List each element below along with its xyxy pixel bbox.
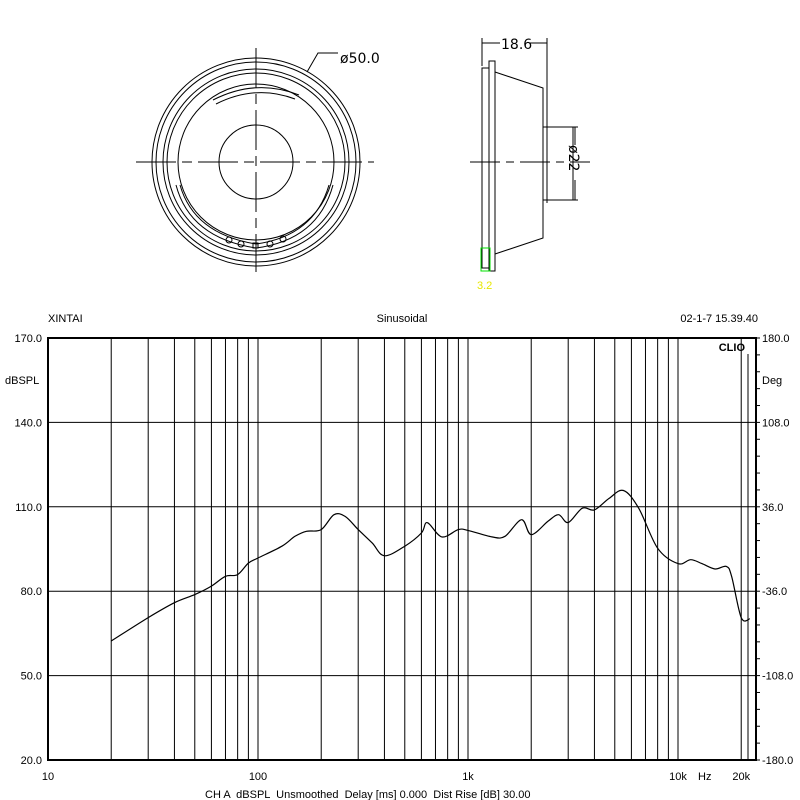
terminal-icon <box>225 235 287 249</box>
y-right-tick-label: 108.0 <box>762 417 790 429</box>
flange-thickness-marker <box>480 247 491 272</box>
x-tick-label: 20k <box>732 771 750 783</box>
x-tick-label: 10k <box>669 771 687 783</box>
chart-title: Sinusoidal <box>377 313 428 325</box>
x-tick-label: 100 <box>249 771 267 783</box>
y-right-tick-label: 180.0 <box>762 333 790 345</box>
y-tick-label: 170.0 <box>14 333 42 345</box>
header-left: XINTAI <box>48 313 83 325</box>
x-unit-label: Hz <box>698 771 711 783</box>
y-tick-label: 50.0 <box>21 671 42 683</box>
y-right-tick-label: -180.0 <box>762 755 793 767</box>
y-tick-label: 110.0 <box>15 502 42 514</box>
magnet-diameter-label: ø22 <box>565 145 581 171</box>
y-tick-label: 140.0 <box>14 417 42 429</box>
y-right-tick-label: -36.0 <box>762 586 787 598</box>
x-tick-label: 10 <box>42 771 54 783</box>
depth-label: 18.6 <box>501 37 532 53</box>
outer-diameter-label: ø50.0 <box>340 51 380 67</box>
frequency-response-chart: XINTAI Sinusoidal 02-1-7 15.39.40 CLIO d… <box>5 313 793 800</box>
y-right-tick-label: -108.0 <box>762 671 793 683</box>
plot-frame <box>47 337 757 761</box>
y-tick-label: 20.0 <box>21 755 42 767</box>
y-axis-right-label: Deg <box>762 375 782 387</box>
grid <box>48 337 756 761</box>
y-axis-label: dBSPL <box>5 375 39 387</box>
flange-thickness-label: 3.2 <box>477 280 492 292</box>
spl-curve <box>110 489 751 642</box>
speaker-dimension-drawing: ø50.0 18.6 ø22 3.2 <box>136 37 590 292</box>
front-view <box>136 48 374 272</box>
footer-settings: CH A dBSPL Unsmoothed Delay [ms] 0.000 D… <box>205 789 530 800</box>
y-tick-label: 80.0 <box>21 586 42 598</box>
side-view <box>470 38 590 272</box>
y-right-tick-label: 36.0 <box>762 502 783 514</box>
brand-label: CLIO <box>719 342 746 354</box>
x-tick-label: 1k <box>462 771 474 783</box>
header-right: 02-1-7 15.39.40 <box>680 313 758 325</box>
